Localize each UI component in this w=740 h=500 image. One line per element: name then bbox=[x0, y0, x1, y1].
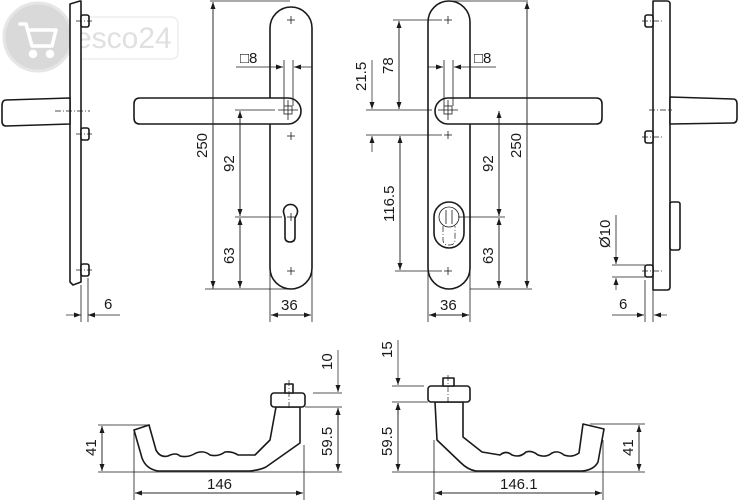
spindle-stub bbox=[442, 377, 455, 387]
dim-top-screw-to-spindle: 78 bbox=[380, 57, 397, 74]
dim-plate-width-left: 36 bbox=[281, 297, 298, 314]
dim-handle-length-left: 146 bbox=[207, 476, 232, 493]
screw-mark-top bbox=[287, 16, 295, 24]
dim-handle-length-right: 146.1 bbox=[500, 476, 538, 493]
shopping-cart-icon bbox=[18, 22, 58, 59]
escutcheon-plate-side bbox=[69, 0, 82, 286]
lever-handle-front bbox=[434, 97, 603, 125]
dim-spindle-to-cylinder-right: 92 bbox=[480, 155, 497, 172]
dim-plate-width-right: 36 bbox=[440, 297, 457, 314]
cylinder-guard-side bbox=[669, 201, 681, 251]
view-front-lever-right: 78 21.5 116.5 □8 92 63 250 bbox=[353, 0, 603, 322]
dim-spindle-to-screw: 21.5 bbox=[353, 62, 370, 91]
watermark-brand: esco24 bbox=[75, 22, 172, 55]
screw-mark-middle bbox=[287, 132, 295, 140]
dim-screw-to-screw: 116.5 bbox=[381, 186, 398, 222]
view-left-side-profile: 6 bbox=[1, 0, 120, 322]
escutcheon-plate-front bbox=[269, 6, 313, 290]
rose-profile bbox=[427, 385, 471, 403]
spindle-cross bbox=[438, 100, 458, 120]
dim-plate-offset-left: 6 bbox=[104, 296, 112, 313]
lever-handle-front bbox=[133, 97, 302, 125]
watermark-logo-circle bbox=[2, 1, 74, 73]
dim-handle-height-left: 59.5 bbox=[319, 427, 336, 456]
dim-square-spindle-left: □8 bbox=[240, 50, 257, 67]
rose-profile bbox=[270, 392, 306, 408]
dim-screw-diameter: Ø10 bbox=[597, 220, 614, 248]
lever-grip-profile bbox=[434, 401, 605, 472]
keyhole-profile-cylinder bbox=[282, 203, 299, 243]
security-cylinder-guard bbox=[433, 201, 465, 249]
lever-grip-profile bbox=[133, 406, 301, 472]
escutcheon-plate-side bbox=[652, 0, 671, 291]
dim-spindle-to-cylinder-left: 92 bbox=[221, 155, 238, 172]
dim-total-height-left: 250 bbox=[194, 133, 211, 158]
lever-side-view bbox=[1, 97, 71, 127]
dim-grip-height-left: 41 bbox=[83, 439, 100, 456]
lever-side-view bbox=[669, 96, 738, 125]
view-handle-profile-left: 10 59.5 41 146 bbox=[83, 350, 342, 500]
view-front-lever-left: 250 92 63 □8 36 bbox=[133, 0, 313, 322]
view-handle-profile-right: 15 59.5 41 146.1 bbox=[379, 340, 645, 500]
dim-total-height-right: 250 bbox=[508, 133, 525, 158]
dim-cylinder-to-bottom-left: 63 bbox=[221, 247, 238, 264]
dim-cylinder-to-bottom-right: 63 bbox=[480, 247, 497, 264]
view-right-side-profile: Ø10 6 bbox=[597, 0, 738, 322]
watermark: esco24 bbox=[2, 1, 179, 73]
spindle-cross bbox=[278, 100, 298, 120]
dim-plate-offset-right: 6 bbox=[619, 296, 627, 313]
dim-rose-height-left: 10 bbox=[319, 353, 336, 370]
dim-handle-height-right: 59.5 bbox=[379, 427, 396, 456]
dim-grip-height-right: 41 bbox=[620, 439, 637, 456]
screw-mark-bottom bbox=[287, 267, 295, 275]
dim-square-spindle-right: □8 bbox=[474, 50, 491, 67]
dim-rose-height-right: 15 bbox=[379, 341, 396, 358]
